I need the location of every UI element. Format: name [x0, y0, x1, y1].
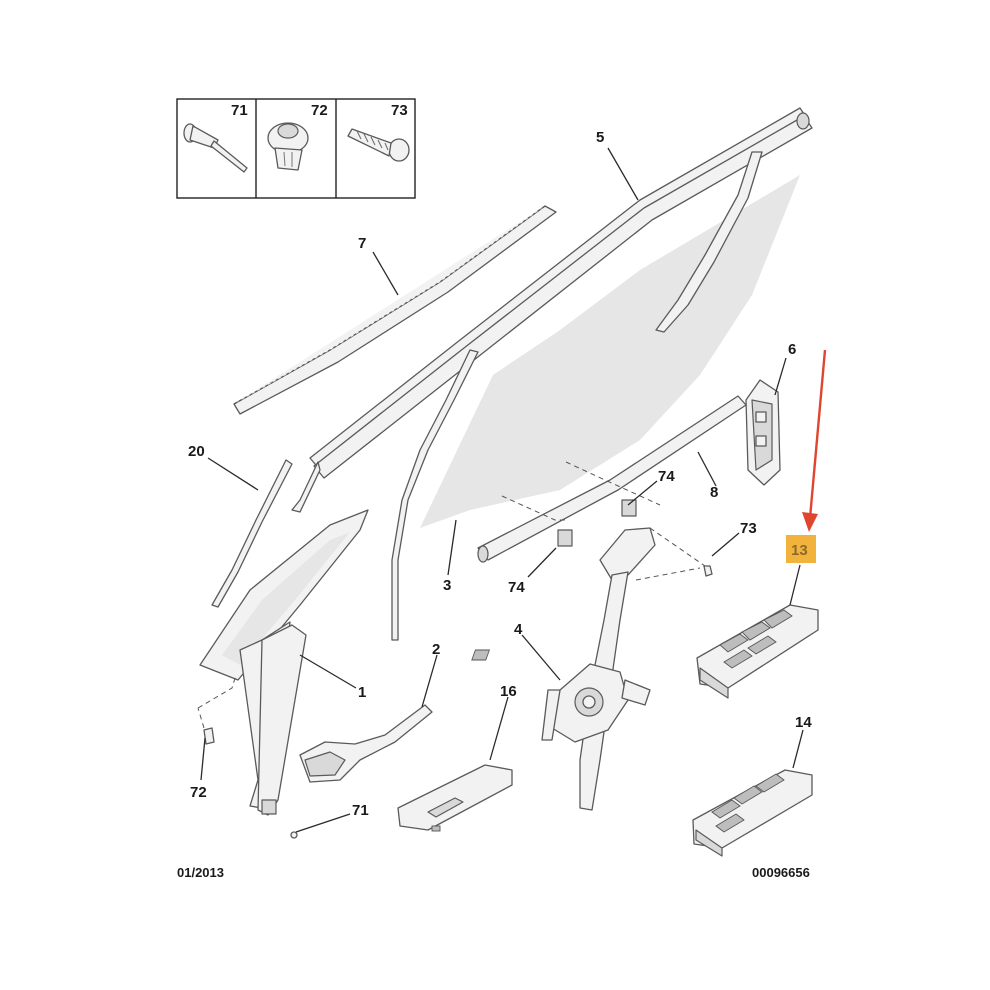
clip-part — [203, 727, 215, 745]
clip-icon — [267, 122, 309, 171]
highlight-13 — [786, 535, 816, 563]
rivet-icon — [183, 123, 248, 173]
regulator-screw — [703, 565, 713, 577]
inner-weatherstrip — [477, 395, 747, 561]
red-pointer-arrow — [802, 349, 827, 532]
callout-7: 7 — [358, 235, 366, 252]
fastener-legend: 71 72 73 — [176, 98, 416, 199]
callout-71: 71 — [352, 802, 369, 819]
regulator-clip-lower — [557, 529, 573, 547]
rear-channel-bracket — [745, 379, 781, 486]
callout-6: 6 — [788, 341, 796, 358]
footer-date: 01/2013 — [177, 865, 224, 880]
callout-16: 16 — [500, 683, 517, 700]
callout-14: 14 — [795, 714, 812, 731]
footer-reference: 00096656 — [752, 865, 810, 880]
callout-72: 72 — [190, 784, 207, 801]
leader-lines — [200, 147, 804, 833]
callout-73-box: 73 — [391, 102, 408, 119]
callout-74-top: 74 — [658, 468, 675, 485]
quarter-window-assembly — [199, 509, 369, 816]
callout-8: 8 — [710, 484, 718, 501]
switch-13 — [471, 604, 819, 699]
callout-20: 20 — [188, 443, 205, 460]
switch-14 — [692, 769, 813, 857]
callout-4: 4 — [514, 621, 523, 638]
switch-16 — [397, 764, 513, 832]
callout-72-box: 72 — [311, 102, 328, 119]
window-regulator — [541, 527, 656, 811]
quarter-window-seal — [211, 459, 293, 608]
callout-73: 73 — [740, 520, 757, 537]
rivet-part — [290, 831, 298, 839]
callout-5: 5 — [596, 129, 604, 146]
callout-74-bottom: 74 — [508, 579, 525, 596]
callout-71-box: 71 — [231, 102, 248, 119]
callout-3: 3 — [443, 577, 451, 594]
callout-1: 1 — [358, 684, 366, 701]
callout-13: 13 — [791, 542, 808, 559]
screw-icon — [347, 128, 410, 162]
callout-2: 2 — [432, 641, 440, 658]
door-frame-channel — [291, 107, 813, 641]
assembly-lines — [197, 461, 706, 729]
callout-labels: 5 7 6 20 74 8 73 13 3 74 4 2 1 16 14 72 … — [188, 129, 812, 819]
regulator-clip-upper — [621, 499, 637, 517]
